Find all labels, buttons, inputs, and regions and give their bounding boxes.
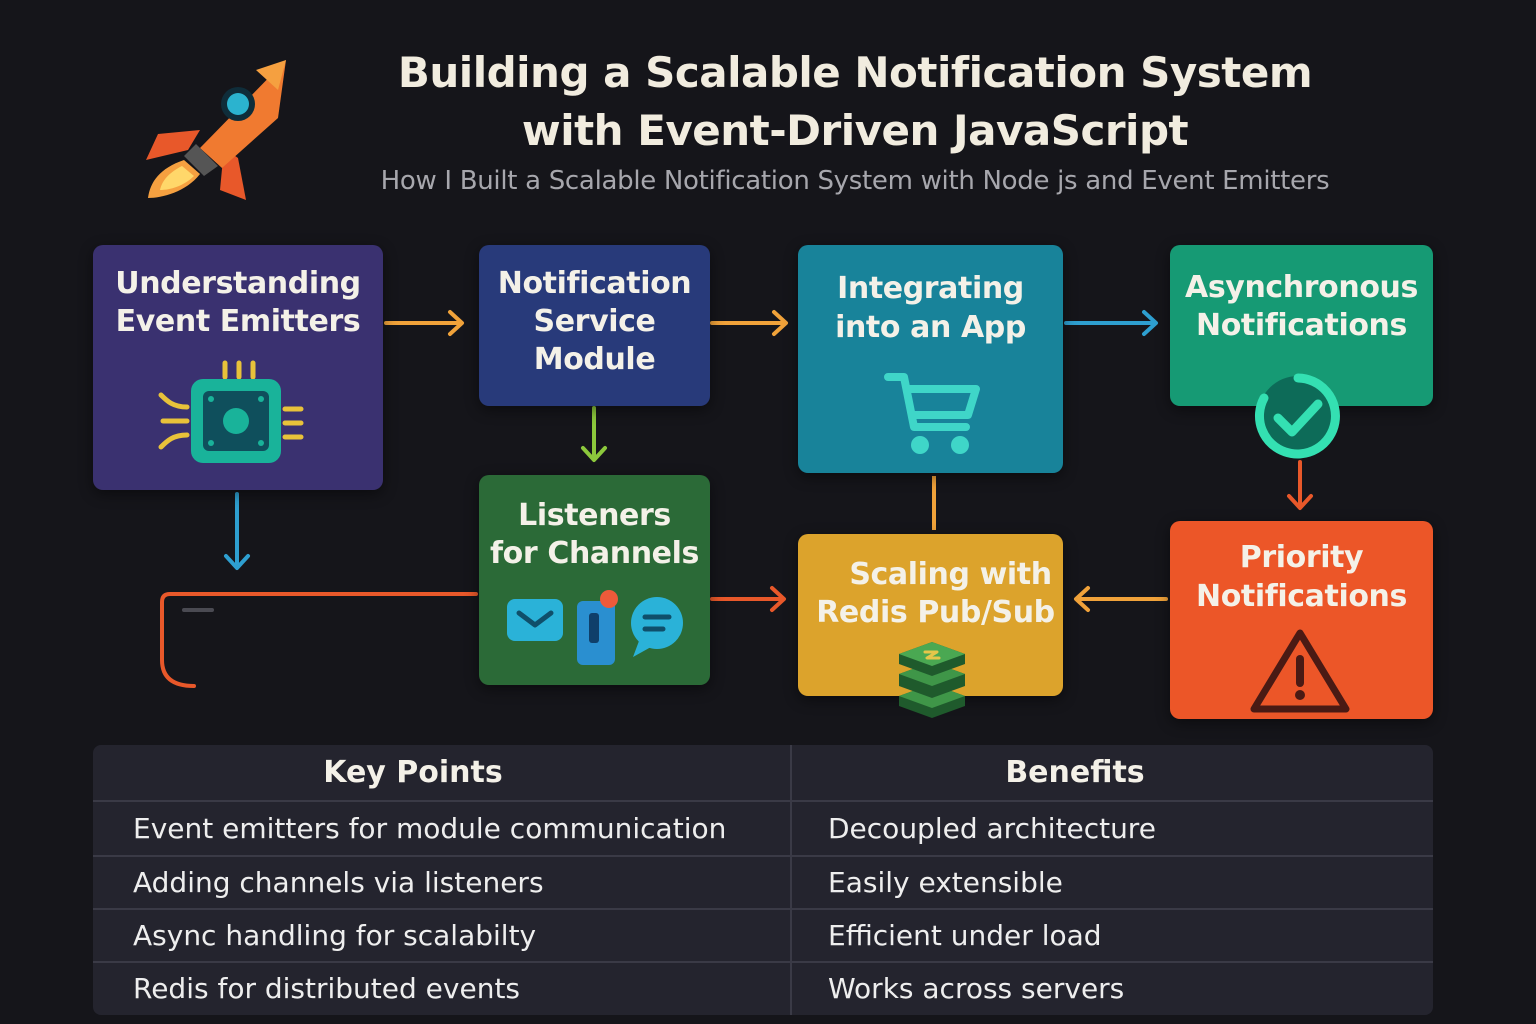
header-benefits: Benefits (1005, 755, 1145, 790)
node-async-line2: Notifications (1196, 308, 1407, 343)
title-line-1: Building a Scalable Notification System (397, 48, 1313, 97)
node-async-line1: Asynchronous (1185, 270, 1418, 305)
table-row-1-key-point: Event emitters for module communication (133, 812, 727, 845)
node-event-emitters: Understanding Event Emitters (93, 245, 383, 490)
node-listeners: Listeners for Channels (479, 475, 710, 685)
node-event-emitters-line2: Event Emitters (115, 304, 361, 339)
check-circle-icon (1254, 373, 1340, 459)
arrow-priority-to-redis (1074, 586, 1168, 612)
rocket-icon (146, 60, 286, 200)
arrow-async-to-priority (1287, 460, 1313, 510)
arrow-service-to-listeners (581, 406, 607, 462)
node-notification-service: Notification Service Module (479, 245, 710, 406)
node-notification-service-line3: Module (533, 342, 656, 377)
node-listeners-line2: for Channels (490, 536, 699, 571)
table-row-2-key-point: Adding channels via listeners (133, 866, 544, 899)
table-row-4-key-point: Redis for distributed events (133, 972, 521, 1005)
table-divider (93, 855, 1433, 857)
node-redis-line2: Redis Pub/Sub (816, 595, 1055, 630)
node-listeners-line1: Listeners (518, 498, 671, 533)
title-line-2: with Event-Driven JavaScript (521, 106, 1189, 155)
node-integrating-line1: Integrating (837, 271, 1024, 306)
summary-table: Key Points Benefits Event emitters for m… (93, 745, 1433, 1015)
arrow-emitters-to-service (384, 310, 464, 336)
table-divider (93, 908, 1433, 910)
node-priority-line1: Priority (1239, 540, 1364, 575)
table-row-3-key-point: Async handling for scalabilty (133, 919, 537, 952)
node-integrating-line2: into an App (835, 310, 1026, 345)
arrow-integrating-to-async (1064, 310, 1158, 336)
table-column-divider (790, 745, 792, 1015)
node-redis-line1: Scaling with (849, 557, 1052, 592)
table-row-4-benefit: Works across servers (828, 972, 1125, 1005)
arrow-listeners-to-redis (710, 586, 786, 612)
loop-line (160, 592, 478, 688)
node-integrating: Integrating into an App (798, 245, 1063, 473)
table-row-1-benefit: Decoupled architecture (828, 812, 1156, 845)
table-row-2-benefit: Easily extensible (828, 866, 1063, 899)
redis-stack-icon (899, 642, 965, 718)
table-row-3-benefit: Efficient under load (828, 919, 1102, 952)
chip-icon (158, 360, 304, 463)
subtitle: How I Built a Scalable Notification Syst… (380, 166, 1330, 196)
warning-icon (1250, 629, 1350, 713)
arrow-service-to-integrating (710, 310, 788, 336)
node-priority-line2: Notifications (1196, 579, 1407, 614)
table-divider (93, 800, 1433, 802)
table-divider (93, 961, 1433, 963)
shopping-cart-icon (884, 373, 980, 454)
node-priority: Priority Notifications (1170, 521, 1433, 719)
node-notification-service-line1: Notification (497, 266, 692, 301)
header-key-points: Key Points (323, 755, 503, 790)
channels-icon (507, 590, 683, 665)
node-event-emitters-line1: Understanding (115, 266, 361, 301)
arrow-emitters-down (224, 492, 250, 570)
node-notification-service-line2: Service (533, 304, 656, 339)
